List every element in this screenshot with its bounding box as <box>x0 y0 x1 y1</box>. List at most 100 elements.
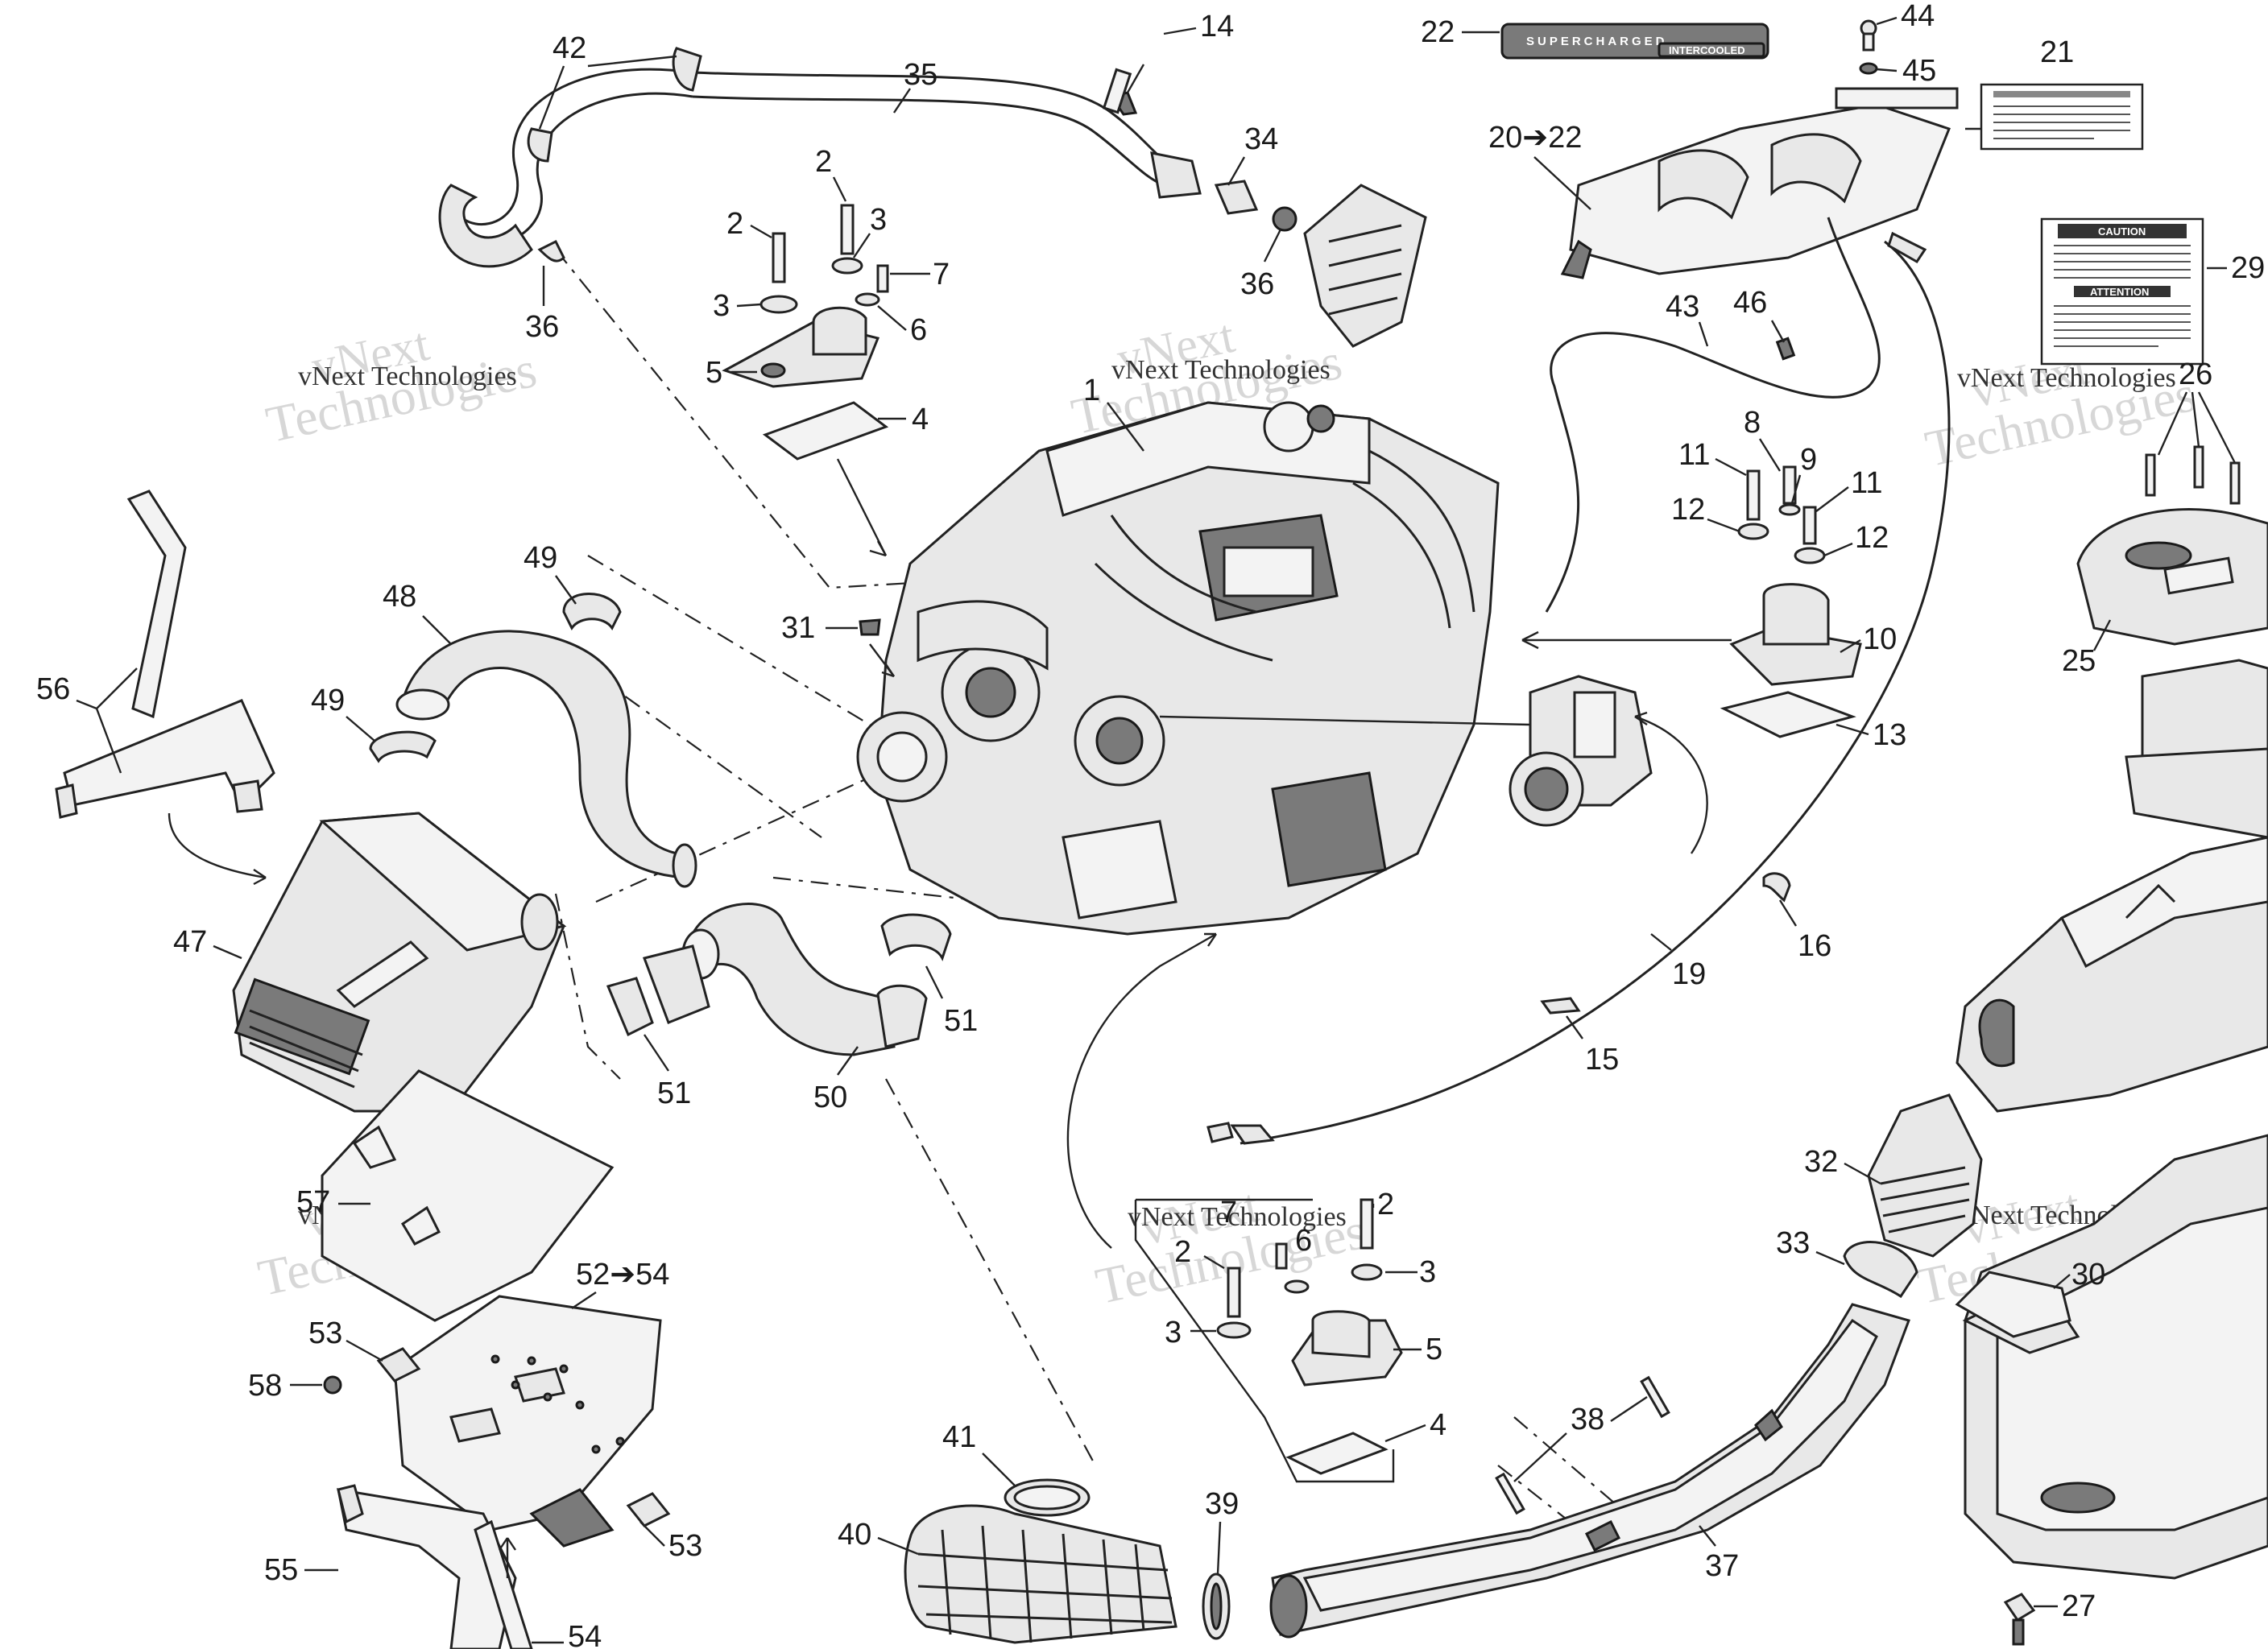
warning-sticker-21 <box>1980 83 2144 151</box>
intercooler <box>232 812 567 1113</box>
heat-shield-57 <box>321 1069 615 1322</box>
callout-52-to-54: 52➔54 <box>576 1258 669 1292</box>
callout-37: 37 <box>1705 1549 1739 1583</box>
callout-58: 58 <box>248 1369 282 1403</box>
callout-2: 2 <box>1174 1235 1191 1269</box>
callout-5: 5 <box>706 356 722 390</box>
clip-16 <box>1762 872 1791 903</box>
watermark-caption: vNext Technologies <box>1957 363 2176 393</box>
callout-16: 16 <box>1798 929 1831 963</box>
callout-38: 38 <box>1571 1403 1604 1436</box>
intercooler-hose-50 <box>643 903 928 1056</box>
callout-49: 49 <box>524 541 557 575</box>
clamp-49-left <box>369 730 437 763</box>
callout-6: 6 <box>1295 1224 1312 1258</box>
callout-8: 8 <box>1744 406 1761 440</box>
engine-mount-top <box>722 204 889 461</box>
airbox-bottom <box>1955 1134 2268 1646</box>
watermark-5: vNext Technologies <box>1091 1179 1371 1315</box>
callout-53: 53 <box>308 1316 342 1350</box>
callout-36: 36 <box>1240 267 1274 301</box>
callout-14: 14 <box>1200 10 1234 43</box>
callout-22: 22 <box>1421 15 1455 49</box>
callout-6: 6 <box>910 313 927 347</box>
callout-3: 3 <box>1419 1255 1436 1289</box>
callout-25: 25 <box>2062 644 2096 678</box>
callout-1: 1 <box>1083 374 1100 407</box>
callout-42: 42 <box>553 31 586 65</box>
engine-assembly <box>856 401 1500 936</box>
callout-53: 53 <box>668 1529 702 1563</box>
watermark-caption: vNext Technologies <box>298 362 517 391</box>
clamp-49-top <box>562 593 622 630</box>
callout-2: 2 <box>1377 1188 1394 1221</box>
throttle-body <box>1509 675 1653 827</box>
callout-20-to-22: 20➔22 <box>1488 121 1582 155</box>
callout-55: 55 <box>264 1553 298 1587</box>
supercharged-decal-text: SUPERCHARGED <box>1526 35 1668 48</box>
callout-19: 19 <box>1672 957 1706 991</box>
vent-hose-assembly <box>438 47 1297 268</box>
pin-31 <box>859 618 881 636</box>
engine-mount-right <box>1720 465 1862 738</box>
cables <box>1206 217 1951 1145</box>
engine-mount-lower <box>1216 1198 1403 1475</box>
callout-43: 43 <box>1666 290 1699 324</box>
callout-3: 3 <box>870 203 887 237</box>
watermark-caption: vNext Technologies <box>1111 355 1331 385</box>
callout-51: 51 <box>657 1077 691 1110</box>
caution-sticker-29: CAUTION ATTENTION <box>2040 217 2204 366</box>
callout-5: 5 <box>1426 1333 1442 1366</box>
callout-26: 26 <box>2179 357 2212 391</box>
airbox-body <box>1956 836 2268 1113</box>
callout-29: 29 <box>2231 251 2265 285</box>
callout-41: 41 <box>942 1420 976 1454</box>
callout-33: 33 <box>1776 1226 1810 1260</box>
callout-35: 35 <box>904 58 937 92</box>
callout-30: 30 <box>2071 1258 2105 1292</box>
callout-56: 56 <box>36 672 70 706</box>
callout-12: 12 <box>1671 493 1705 527</box>
clamp-51-right <box>880 913 952 961</box>
callout-54: 54 <box>568 1620 602 1649</box>
clamp-51-left <box>606 977 654 1037</box>
callout-34: 34 <box>1244 122 1278 156</box>
callout-11: 11 <box>1678 438 1710 472</box>
callout-4: 4 <box>1430 1408 1446 1442</box>
nut-58 <box>323 1375 342 1395</box>
watermark-caption: vNext Technologies <box>1128 1202 1347 1232</box>
bracket-56 <box>55 490 275 819</box>
airbox-lid <box>2076 445 2268 839</box>
callout-32: 32 <box>1804 1145 1838 1179</box>
callout-12: 12 <box>1855 521 1889 555</box>
callout-7: 7 <box>1220 1196 1237 1230</box>
callout-49: 49 <box>311 684 345 717</box>
intercooler-hose-48 <box>395 630 697 888</box>
caution-decal-text: CAUTION <box>2098 225 2146 238</box>
intercooled-decal-text: INTERCOOLED <box>1669 44 1745 56</box>
clip-15 <box>1540 997 1581 1015</box>
air-filter <box>904 1478 1231 1644</box>
callout-9: 9 <box>1800 443 1817 477</box>
callout-15: 15 <box>1585 1043 1619 1077</box>
callout-47: 47 <box>173 925 207 959</box>
callout-45: 45 <box>1902 54 1936 88</box>
skid-plate <box>376 1295 671 1548</box>
callout-48: 48 <box>383 580 416 614</box>
callout-11: 11 <box>1851 466 1882 500</box>
callout-27: 27 <box>2062 1589 2096 1623</box>
callout-21: 21 <box>2040 35 2074 69</box>
callout-4: 4 <box>912 403 929 436</box>
callout-44: 44 <box>1901 0 1935 33</box>
callout-2: 2 <box>815 145 832 179</box>
callout-51: 51 <box>944 1004 978 1038</box>
callout-2: 2 <box>726 207 743 241</box>
callout-36: 36 <box>525 310 559 344</box>
intake-duct <box>1269 1093 1983 1639</box>
callout-3: 3 <box>713 289 730 323</box>
callout-39: 39 <box>1205 1487 1239 1521</box>
callout-50: 50 <box>813 1081 847 1114</box>
callout-31: 31 <box>781 611 815 645</box>
bracket-54 <box>474 1519 533 1649</box>
